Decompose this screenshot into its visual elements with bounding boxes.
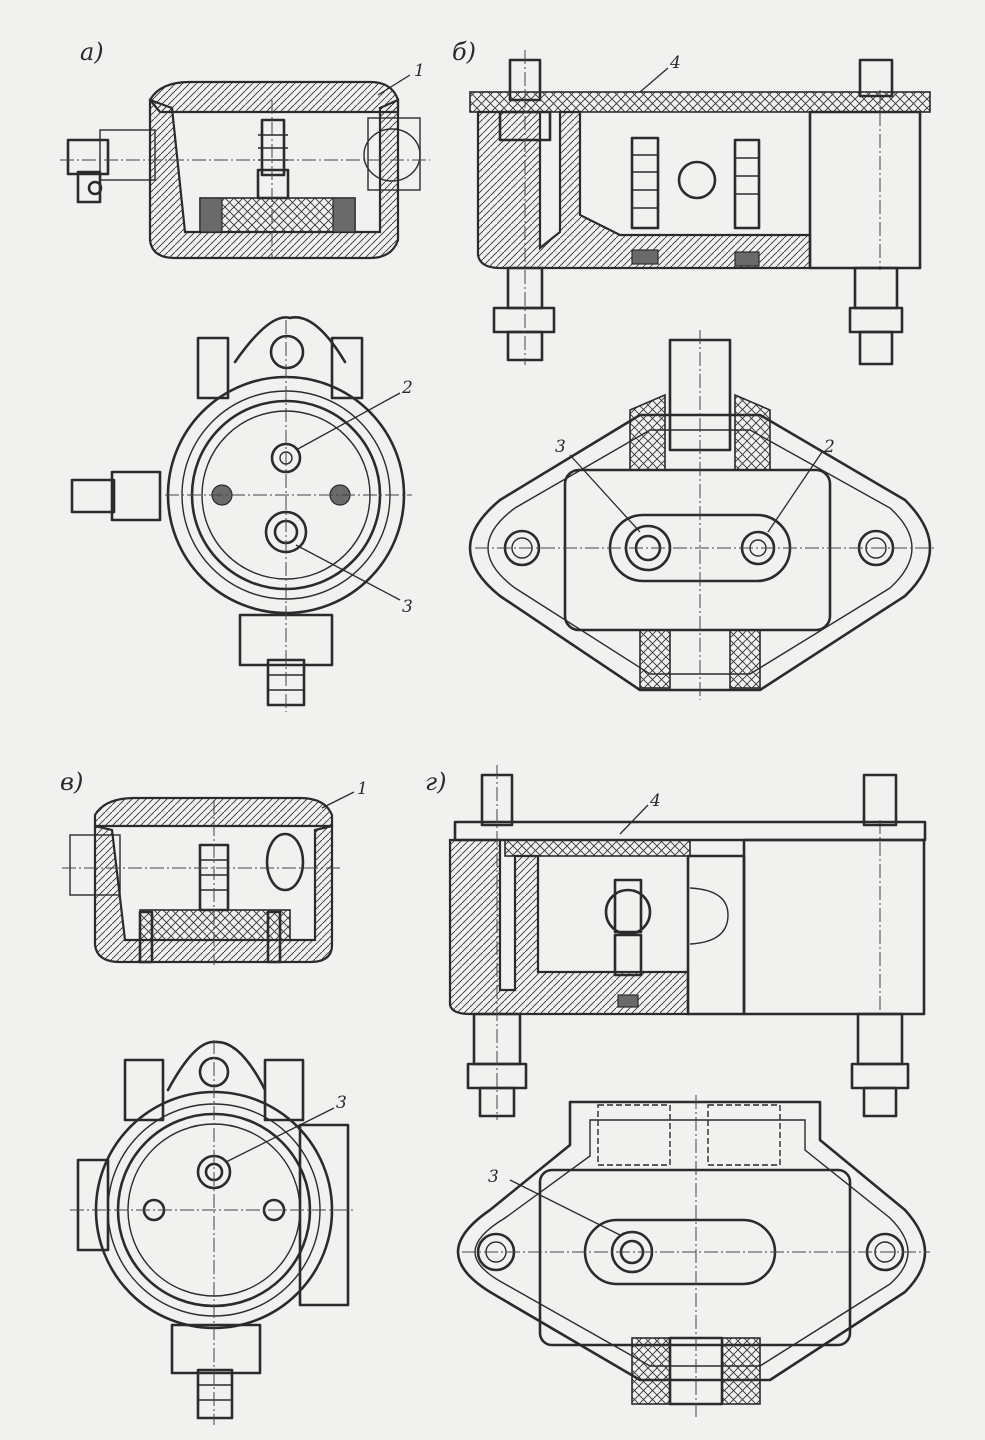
panel-v: в) 1 bbox=[60, 768, 368, 1425]
panel-b-top-view: 3 2 bbox=[468, 330, 935, 700]
panel-a-callout-2: 2 bbox=[401, 378, 413, 398]
panel-b-callout-2: 2 bbox=[823, 437, 835, 457]
panel-v-top-view: 3 bbox=[70, 1040, 355, 1425]
panel-b-label: б) bbox=[452, 38, 476, 66]
panel-a-top-view: 2 3 bbox=[70, 316, 413, 712]
panel-a-label: а) bbox=[80, 38, 104, 66]
panel-v-label: в) bbox=[60, 768, 83, 796]
panel-b-section-view: 4 bbox=[469, 50, 931, 366]
panel-a-callout-1: 1 bbox=[414, 61, 425, 81]
panel-g-callout-3: 3 bbox=[488, 1167, 499, 1187]
panel-v-callout-1: 1 bbox=[357, 779, 368, 799]
panel-a-section-view: 1 bbox=[60, 61, 430, 260]
panel-b-callout-3: 3 bbox=[555, 437, 566, 457]
panel-b-callout-4: 4 bbox=[669, 53, 681, 73]
panel-v-callout-3: 3 bbox=[336, 1093, 347, 1113]
panel-g: г) 4 bbox=[425, 765, 930, 1420]
panel-a-callout-3: 3 bbox=[402, 597, 413, 617]
panel-v-section-view: 1 bbox=[62, 779, 368, 965]
panel-a: а) 1 bbox=[60, 38, 430, 712]
panel-g-label: г) bbox=[425, 768, 447, 796]
panel-g-top-view: 3 bbox=[456, 1095, 930, 1420]
panel-b: б) 4 bbox=[452, 38, 935, 700]
panel-g-callout-4: 4 bbox=[649, 791, 661, 811]
panel-g-section-view: 4 bbox=[448, 765, 927, 1120]
